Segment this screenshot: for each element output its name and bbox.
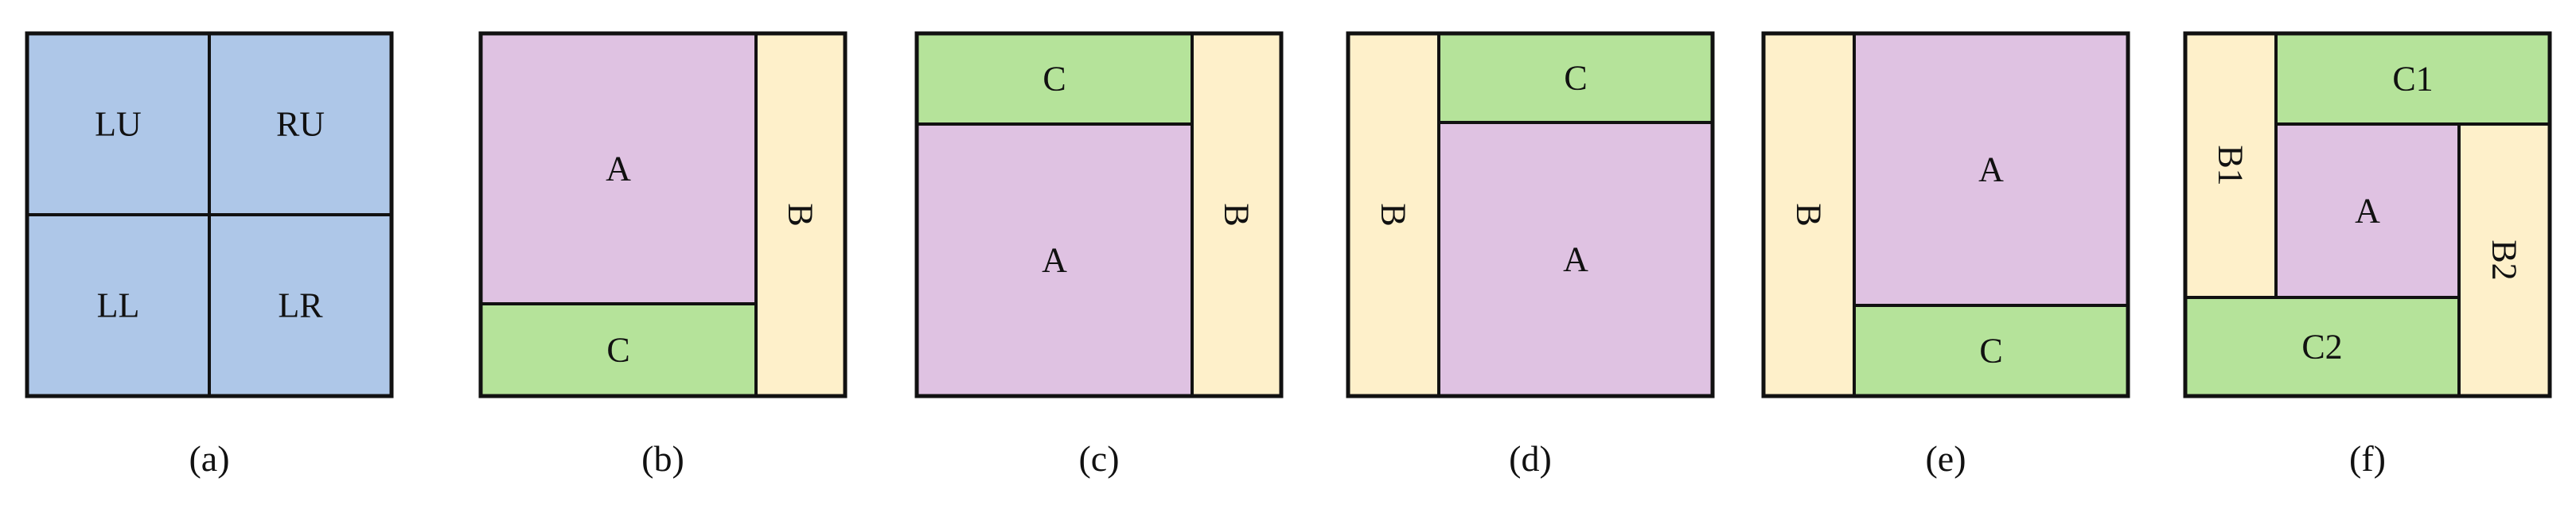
panel-b-frame bbox=[478, 31, 848, 398]
panel-d-label-c: C bbox=[1564, 59, 1587, 98]
panel-d-region-c bbox=[1437, 32, 1714, 124]
panel-a-label-lu: LU bbox=[95, 105, 142, 144]
panel-b-region-b bbox=[754, 32, 847, 398]
panel-b: A C B (b) bbox=[478, 31, 848, 479]
panel-a-frame bbox=[25, 31, 394, 398]
panel-d-label-a: A bbox=[1563, 240, 1588, 279]
panel-e-label-a: A bbox=[1978, 150, 2004, 189]
panel-f-label-c1: C1 bbox=[2392, 60, 2433, 99]
panel-d: B C A (d) bbox=[1346, 31, 1715, 479]
panel-e-label-c: C bbox=[1979, 332, 2002, 371]
panel-c-label-c: C bbox=[1042, 60, 1066, 99]
panel-c-label-b: B bbox=[1218, 203, 1257, 226]
panel-e-caption: (e) bbox=[1925, 438, 1966, 479]
panel-f-region-b1 bbox=[2184, 32, 2278, 299]
panel-b-caption: (b) bbox=[641, 438, 684, 479]
panel-c-frame bbox=[914, 31, 1284, 398]
panel-f-frame bbox=[2183, 31, 2552, 398]
panel-b-label-b: B bbox=[781, 203, 820, 226]
panel-a-label-ll: LL bbox=[97, 286, 140, 325]
panel-c: C A B (c) bbox=[914, 31, 1284, 479]
panel-c-label-a: A bbox=[1042, 241, 1067, 280]
panel-a-region-ll bbox=[25, 213, 211, 398]
panel-f-label-b2: B2 bbox=[2485, 239, 2524, 280]
panel-f-region-b2 bbox=[2457, 122, 2551, 398]
panel-b-label-a: A bbox=[606, 150, 631, 188]
panel-a-region-lu bbox=[25, 32, 211, 216]
panel-a-label-lr: LR bbox=[278, 286, 323, 325]
panel-d-caption: (d) bbox=[1509, 438, 1552, 479]
panel-f-region-a bbox=[2274, 122, 2461, 299]
panel-f-label-b1: B1 bbox=[2212, 145, 2251, 185]
panel-c-caption: (c) bbox=[1078, 438, 1119, 479]
panel-f-region-c2 bbox=[2184, 296, 2461, 398]
panel-d-frame bbox=[1346, 31, 1715, 398]
panel-a-region-ru bbox=[208, 32, 393, 216]
panel-e-label-b: B bbox=[1790, 203, 1829, 226]
panel-f-label-c2: C2 bbox=[2301, 328, 2342, 367]
panel-d-label-b: B bbox=[1374, 203, 1413, 226]
panel-f-label-a: A bbox=[2355, 192, 2380, 231]
panel-e-frame bbox=[1761, 31, 2130, 398]
panel-a-label-ru: RU bbox=[276, 105, 325, 144]
panel-a-caption: (a) bbox=[189, 438, 229, 479]
panel-a: LU RU LL LR (a) bbox=[25, 31, 394, 479]
panel-e: B A C (e) bbox=[1761, 31, 2130, 479]
panel-f-caption: (f) bbox=[2349, 438, 2386, 479]
panel-b-label-c: C bbox=[606, 331, 629, 370]
